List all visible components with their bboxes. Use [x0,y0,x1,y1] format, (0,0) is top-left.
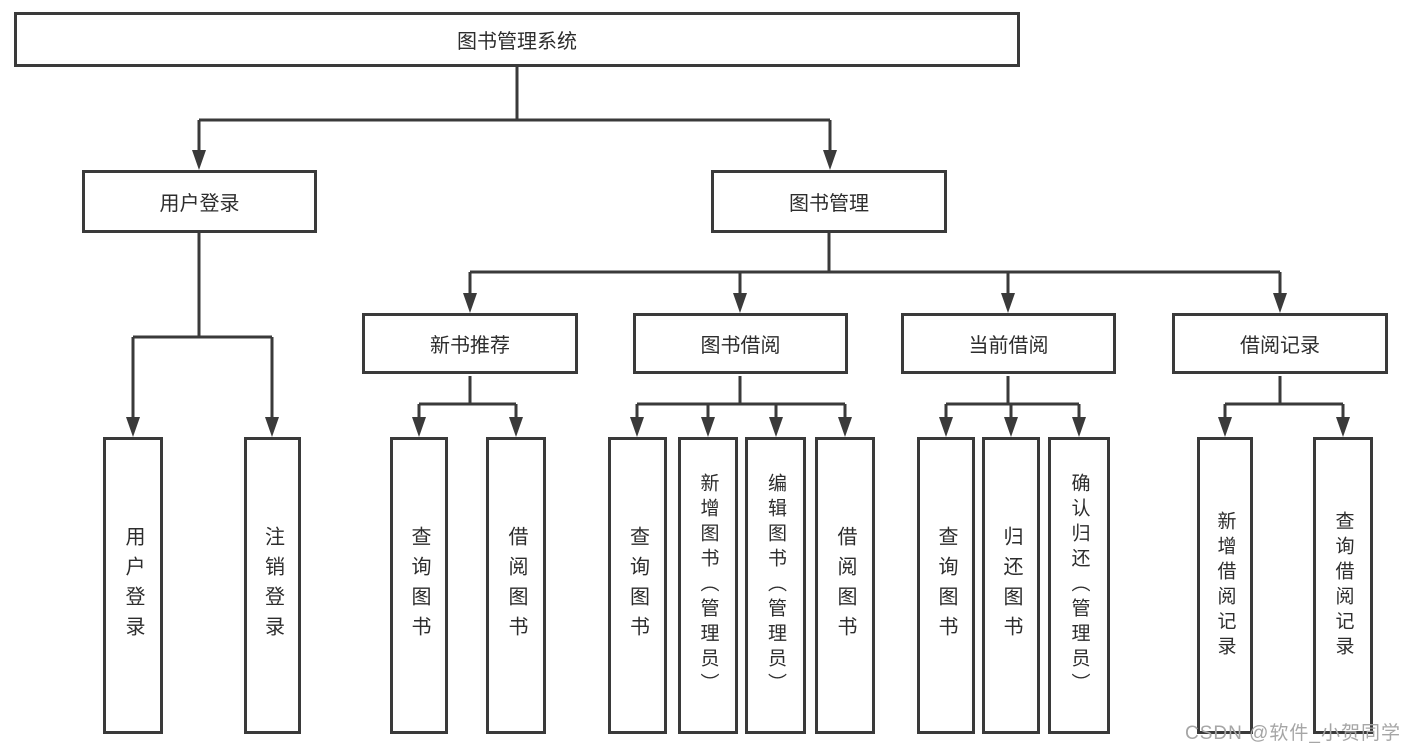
node-borrowing-records: 借阅记录 [1172,313,1388,374]
node-current-borrowing: 当前借阅 [901,313,1116,374]
node-new-book-recommend: 新书推荐 [362,313,578,374]
csdn-watermark: CSDN @软件_小贺同学 [1185,723,1401,744]
leaf-borrow-books-1: 借阅图书 [486,437,546,734]
node-user-login: 用户登录 [82,170,317,233]
arrowheads [126,150,1350,437]
leaf-add-borrow-record: 新增借阅记录 [1197,437,1253,734]
node-book-borrowing: 图书借阅 [633,313,848,374]
leaf-add-book-admin: 新增图书（管理员） [678,437,738,734]
leaf-logout: 注销登录 [244,437,301,734]
leaf-query-borrow-record: 查询借阅记录 [1313,437,1373,734]
leaf-user-login: 用户登录 [103,437,163,734]
node-book-management: 图书管理 [711,170,947,233]
leaf-query-books-3: 查询图书 [917,437,975,734]
leaf-edit-book-admin: 编辑图书（管理员） [745,437,806,734]
leaf-query-books-2: 查询图书 [608,437,667,734]
leaf-borrow-books-2: 借阅图书 [815,437,875,734]
leaf-return-book: 归还图书 [982,437,1040,734]
leaf-query-books-1: 查询图书 [390,437,448,734]
leaf-confirm-return-admin: 确认归还（管理员） [1048,437,1110,734]
node-root-system: 图书管理系统 [14,12,1020,67]
